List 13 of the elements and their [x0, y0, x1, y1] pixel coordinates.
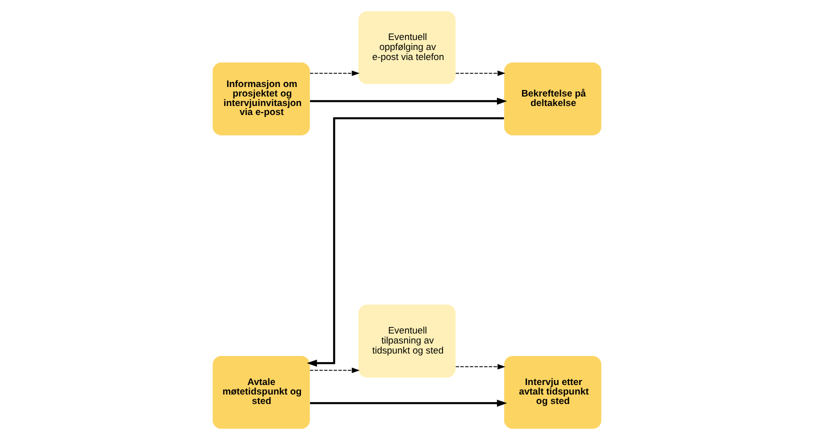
node-box: Intervju etter avtalt tidspunkt og sted	[504, 356, 601, 429]
arrow	[309, 368, 360, 374]
node-box: Avtale møtetidspunkt og sted	[212, 356, 310, 429]
arrow	[310, 400, 507, 407]
arrow	[454, 70, 505, 76]
node-box: Eventuell oppfølging av e-post via telefon	[358, 11, 456, 84]
node-box: Bekreftelse på deltakelse	[504, 62, 601, 136]
arrow	[309, 70, 360, 76]
node-box: Informasjon om prosjektet og intervjuinvitasjon via e-post	[212, 62, 310, 136]
arrow	[306, 117, 504, 367]
arrow	[454, 364, 505, 370]
node-box: Eventuell tilpasning av tidspunkt og sted	[358, 304, 456, 378]
arrow	[310, 98, 507, 105]
